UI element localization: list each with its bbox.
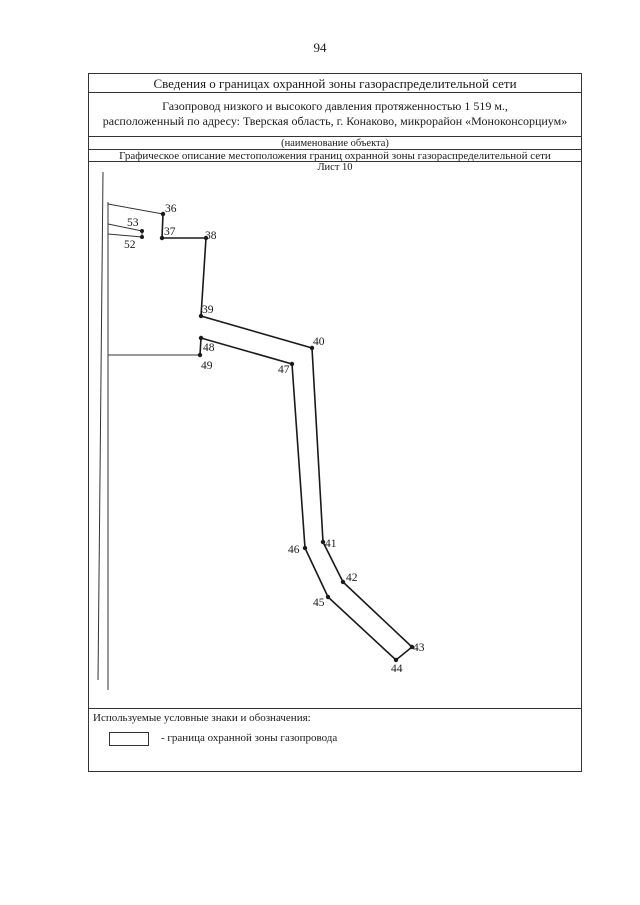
vertex-44 (393, 657, 399, 663)
vertex-52 (140, 235, 144, 239)
connector-line (107, 233, 143, 238)
vertex-47 (289, 361, 295, 367)
point-label-38: 38 (205, 230, 217, 242)
protection-zone-boundary (161, 213, 414, 662)
vertex-36 (160, 211, 166, 217)
reference-line (97, 171, 104, 681)
point-label-48: 48 (203, 342, 215, 354)
vertex-40 (309, 345, 315, 351)
object-caption: (наименование объекта) (281, 138, 389, 149)
vertex-48 (198, 335, 204, 341)
point-label-43: 43 (413, 642, 425, 654)
point-label-52: 52 (124, 239, 136, 251)
point-label-41: 41 (325, 538, 337, 550)
object-description-line2: расположенный по адресу: Тверская област… (102, 114, 568, 128)
sheet-label: Лист 10 (317, 162, 353, 173)
connector-line (107, 203, 164, 215)
point-label-36: 36 (165, 203, 177, 215)
vertex-53 (140, 229, 144, 233)
point-label-46: 46 (288, 544, 300, 556)
vertex-49 (197, 352, 203, 358)
vertex-38 (203, 235, 209, 241)
point-label-53: 53 (127, 217, 139, 229)
section-subtitle: Графическое описание местоположения гран… (119, 150, 551, 162)
point-label-40: 40 (313, 336, 325, 348)
vertex-43 (409, 644, 415, 650)
point-label-37: 37 (164, 226, 176, 238)
point-label-42: 42 (346, 572, 358, 584)
point-label-45: 45 (313, 597, 325, 609)
vertex-42 (340, 579, 346, 585)
vertex-45 (325, 594, 331, 600)
vertex-41 (320, 539, 326, 545)
divider (89, 92, 581, 93)
legend-boundary-symbol (109, 732, 149, 746)
legend-title: Используемые условные знаки и обозначени… (93, 712, 311, 724)
point-label-49: 49 (201, 360, 213, 372)
divider (89, 161, 581, 162)
vertex-46 (302, 545, 308, 551)
point-label-39: 39 (202, 304, 214, 316)
connector-line (107, 223, 143, 232)
document-frame: Сведения о границах охранной зоны газора… (88, 73, 582, 772)
divider (89, 708, 581, 709)
divider (89, 149, 581, 150)
vertex-39 (198, 313, 204, 319)
legend-boundary-label: - граница охранной зоны газопровода (161, 732, 338, 744)
object-description-line1: Газопровод низкого и высокого давления п… (162, 99, 508, 113)
point-label-44: 44 (391, 663, 403, 675)
document-title: Сведения о границах охранной зоны газора… (153, 76, 517, 91)
page-number: 94 (313, 40, 327, 55)
point-label-47: 47 (278, 364, 290, 376)
vertex-37 (159, 235, 165, 241)
divider (89, 136, 581, 137)
